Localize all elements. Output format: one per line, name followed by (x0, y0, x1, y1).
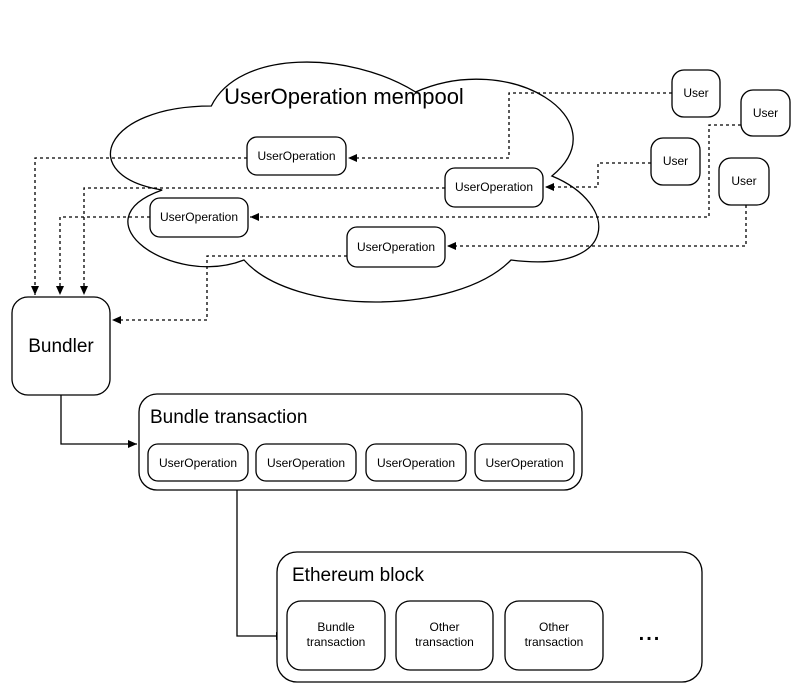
arrow-user4-to-userop4 (447, 205, 747, 250)
userop-node-1: UserOperation (246, 136, 347, 176)
userop-box-4 (346, 226, 446, 268)
bundle-userop-label-3: UserOperation (377, 456, 455, 470)
eth-other-transaction-1-label-line2: transaction (415, 635, 474, 649)
user-box-1 (671, 69, 721, 118)
eth-other-transaction-node-1: Other transaction (395, 600, 494, 671)
arrow-user1-to-userop1 (348, 92, 672, 162)
bundle-userop-label-1: UserOperation (159, 456, 237, 470)
userop-node-2: UserOperation (149, 197, 249, 238)
bundle-transaction-container: Bundle transaction UserOperation UserOpe… (138, 393, 583, 491)
ethereum-block-title: Ethereum block (292, 565, 425, 586)
userop-label-4: UserOperation (357, 240, 435, 254)
eth-bundle-transaction-node: Bundle transaction (286, 600, 386, 671)
userop-box-3 (444, 167, 544, 208)
bundle-userop-label-4: UserOperation (485, 456, 563, 470)
eth-other-transaction-1-label-line1: Other (429, 620, 459, 634)
user-label-3: User (663, 154, 688, 168)
bundle-userop-box-3 (365, 443, 467, 482)
user-label-2: User (753, 106, 778, 120)
user-node-2: User (740, 89, 791, 137)
bundle-userop-label-2: UserOperation (267, 456, 345, 470)
user-box-2 (740, 89, 791, 137)
eth-bundle-transaction-label-line1: Bundle (317, 620, 355, 634)
arrow-userop3-to-bundler (80, 187, 445, 295)
eth-other-transaction-2-label-line2: transaction (525, 635, 584, 649)
userop-node-4: UserOperation (346, 226, 446, 268)
bundle-userop-node-3: UserOperation (365, 443, 467, 482)
arrow-bundler-to-bundle-tx (60, 395, 137, 448)
mempool-cloud: UserOperation mempool (109, 61, 600, 303)
userop-label-2: UserOperation (160, 210, 238, 224)
bundle-userop-box-2 (255, 443, 357, 482)
bundle-userop-node-2: UserOperation (255, 443, 357, 482)
bundle-transaction-box (138, 393, 583, 491)
arrow-userop2-to-bundler (56, 216, 150, 295)
eth-bundle-transaction-label-line2: transaction (307, 635, 366, 649)
bundler-box (11, 296, 111, 396)
more-transactions-ellipsis: ... (639, 623, 662, 645)
eth-other-transaction-box-1 (395, 600, 494, 671)
user-label-4: User (731, 174, 756, 188)
arrow-userop1-to-bundler (31, 157, 247, 295)
mempool-cloud-title: UserOperation mempool (224, 84, 464, 109)
eth-bundle-transaction-box (286, 600, 386, 671)
userop-node-3: UserOperation (444, 167, 544, 208)
bundle-transaction-title: Bundle transaction (150, 407, 307, 428)
bundler-node: Bundler (11, 296, 111, 396)
arrow-user2-to-userop2 (250, 124, 741, 221)
eth-other-transaction-node-2: Other transaction (504, 600, 604, 671)
userop-box-2 (149, 197, 249, 238)
user-node-1: User (671, 69, 721, 118)
userop-box-1 (246, 136, 347, 176)
user-node-3: User (650, 137, 701, 186)
userop-label-1: UserOperation (257, 149, 335, 163)
bundler-label: Bundler (28, 336, 94, 357)
bundle-userop-node-4: UserOperation (474, 443, 575, 482)
bundle-userop-box-1 (147, 443, 249, 482)
bundle-userop-box-4 (474, 443, 575, 482)
userop-label-3: UserOperation (455, 180, 533, 194)
arrow-user3-to-userop3 (545, 162, 651, 191)
user-node-4: User (718, 157, 770, 206)
user-box-4 (718, 157, 770, 206)
eth-other-transaction-box-2 (504, 600, 604, 671)
user-box-3 (650, 137, 701, 186)
eth-other-transaction-2-label-line1: Other (539, 620, 569, 634)
bundle-userop-node-1: UserOperation (147, 443, 249, 482)
cloud-shape (109, 61, 600, 303)
arrow-bundle-tx-to-eth-block (236, 490, 285, 640)
user-label-1: User (683, 86, 708, 100)
ethereum-block-container: Ethereum block Bundle transaction Other … (276, 551, 703, 683)
